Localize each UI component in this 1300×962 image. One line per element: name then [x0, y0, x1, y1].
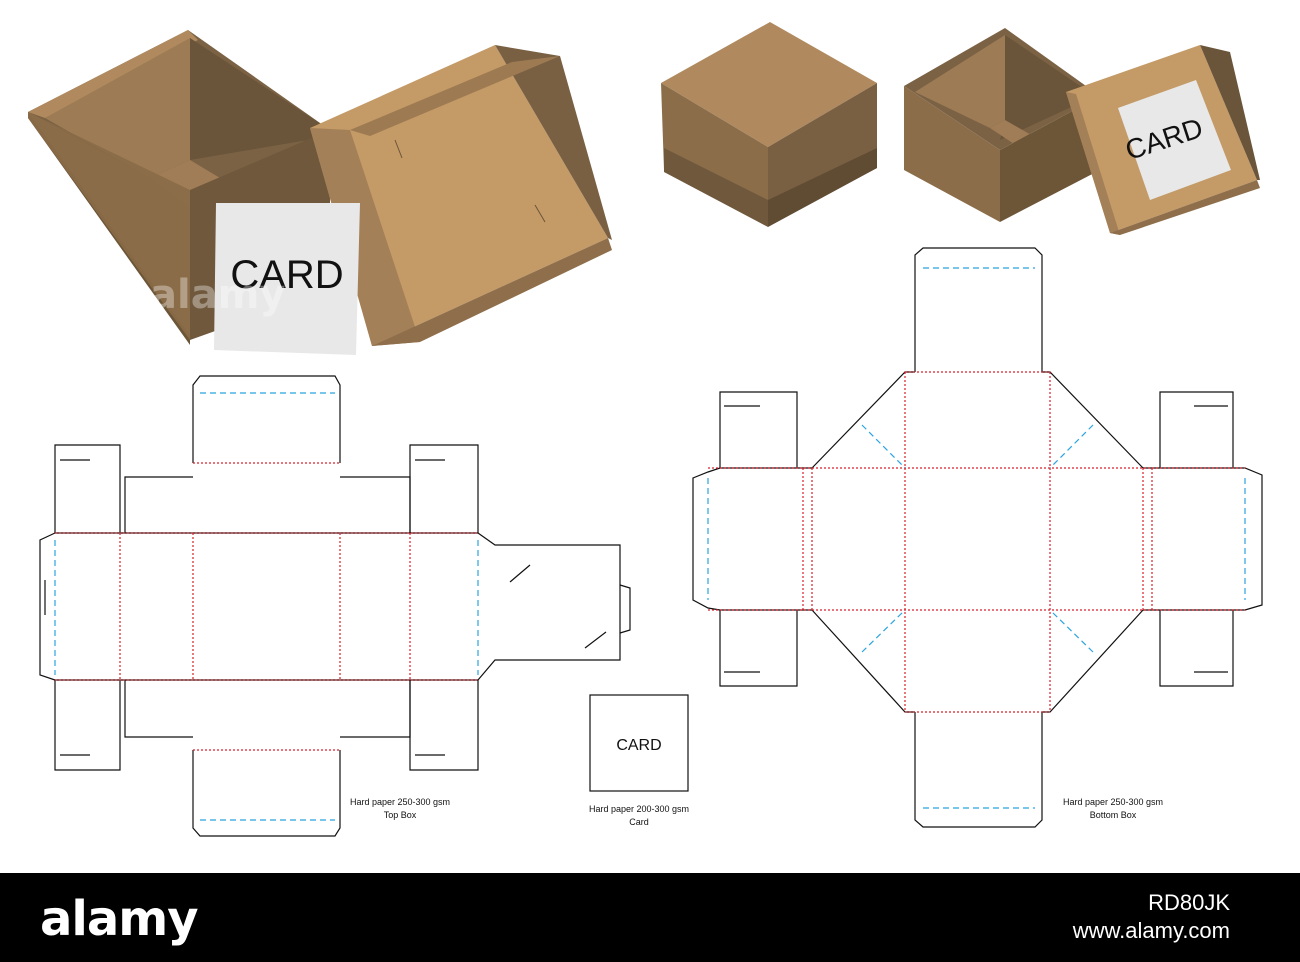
- closed-box-render: [661, 22, 877, 227]
- bottom-box-cut-lines: [692, 247, 1263, 828]
- top-box-spec: Hard paper 250-300 gsm: [350, 797, 450, 807]
- top-box-fold-lines: [54, 392, 479, 821]
- card-net-label: CARD: [616, 737, 661, 754]
- bottom-box-name: Bottom Box: [1090, 810, 1137, 820]
- card-render-label: CARD: [230, 253, 343, 297]
- stock-image-info: RD80JK www.alamy.com: [1073, 891, 1230, 943]
- bottom-box-spec: Hard paper 250-300 gsm: [1063, 797, 1163, 807]
- card-name: Card: [629, 817, 649, 827]
- top-box-name: Top Box: [384, 810, 417, 820]
- stock-footer-bar: alamy RD80JK www.alamy.com: [0, 873, 1300, 962]
- card-dieline: CARD Hard paper 200-300 gsm Card: [589, 694, 689, 827]
- watermark-text: alamy: [150, 272, 285, 318]
- open-box-render: CARD alamy: [28, 30, 612, 355]
- stock-image-id: RD80JK: [1148, 890, 1230, 915]
- bottom-box-fold-lines: [707, 267, 1246, 809]
- top-box-crease-lines: [55, 462, 478, 751]
- card-render: [214, 203, 360, 355]
- top-box-dieline: Hard paper 250-300 gsm Top Box: [39, 375, 631, 837]
- top-box-cut-lines: [39, 375, 631, 837]
- lid-window: [1118, 80, 1231, 200]
- card-spec: Hard paper 200-300 gsm: [589, 804, 689, 814]
- bottom-box-crease-lines: [708, 371, 1245, 713]
- alamy-logo: alamy: [40, 891, 199, 947]
- stock-url: www.alamy.com: [1072, 918, 1230, 943]
- open-box-with-lid-render: CARD: [904, 28, 1260, 235]
- packaging-dieline-illustration: CARD alamy CARD: [28, 22, 1263, 837]
- bottom-box-dieline: Hard paper 250-300 gsm Bottom Box: [692, 247, 1263, 828]
